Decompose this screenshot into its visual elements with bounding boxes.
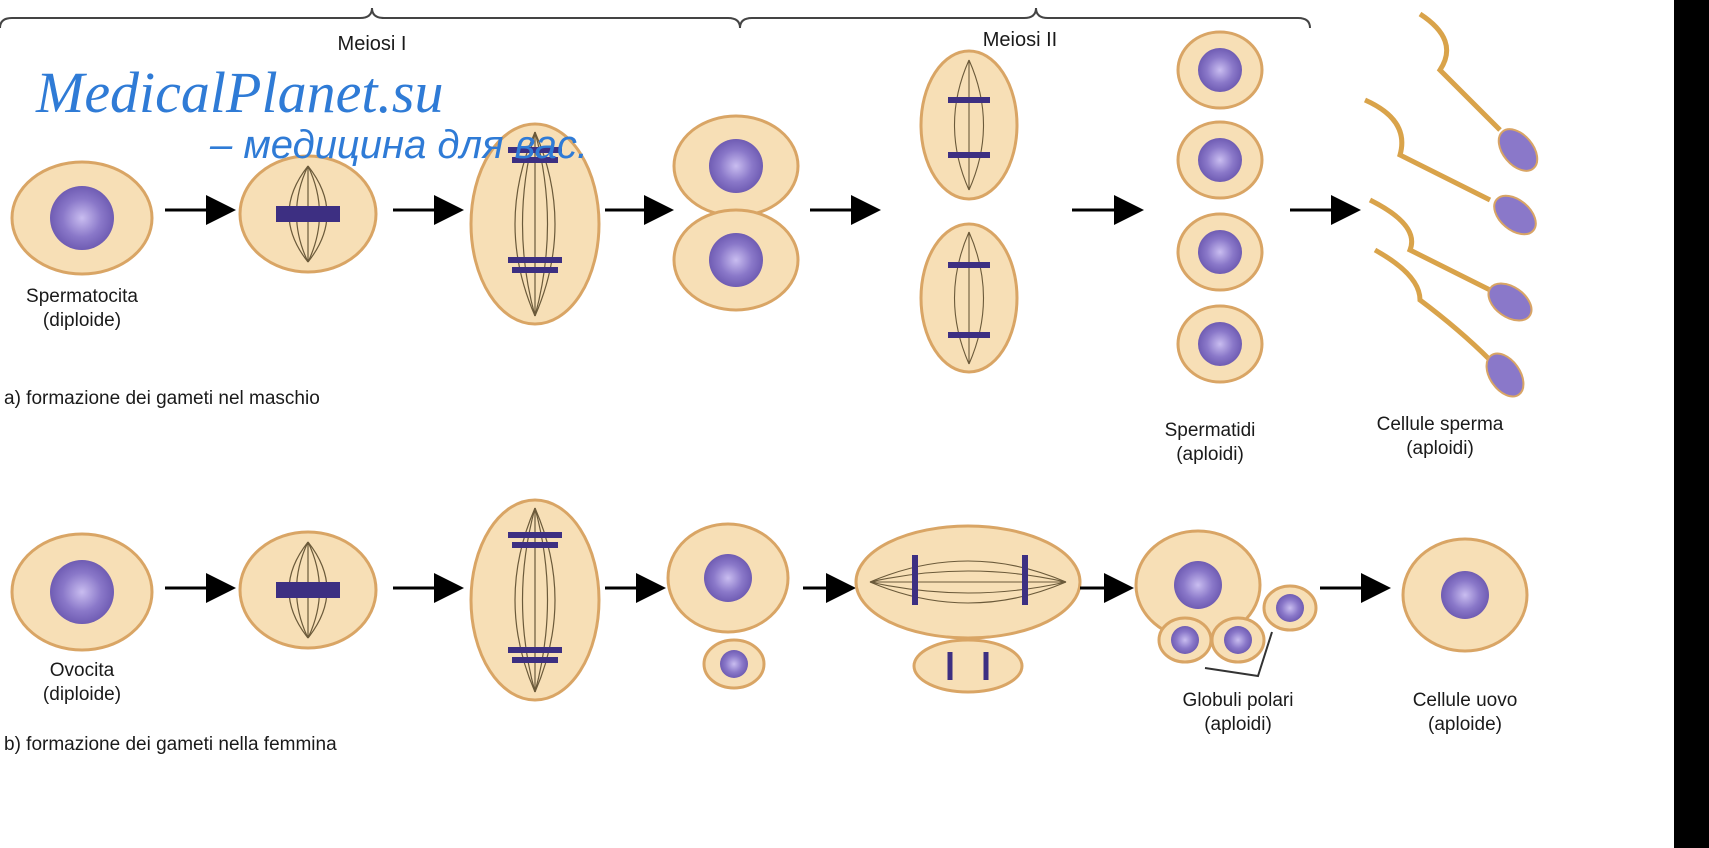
meiosis1-header: Meiosi I <box>338 33 407 55</box>
meiosis1-brace <box>0 8 740 28</box>
meiosis2-brace <box>740 8 1310 28</box>
spermatocyte-label: Spermatocita <box>26 286 138 307</box>
sperm-cells-label: Cellule sperma <box>1377 414 1504 435</box>
female-egg-with-polar-bodies <box>1136 531 1316 676</box>
male-section-caption: a) formazione dei gameti nel maschio <box>4 388 320 409</box>
female-meiosis2-cells <box>856 526 1080 692</box>
oocyte-label: Ovocita <box>50 660 115 681</box>
sperm-cells <box>1365 14 1545 403</box>
spermatids-ploidy: (aploidi) <box>1176 444 1244 465</box>
meiosis2-header: Meiosi II <box>983 29 1057 51</box>
male-telophase1-cells <box>674 116 798 310</box>
watermark-tagline: – медицина для вас. <box>209 123 588 167</box>
male-meiosis2-cells <box>921 51 1017 372</box>
female-anaphase1-cell <box>471 500 599 700</box>
female-telophase1-cells <box>668 524 788 688</box>
female-metaphase1-cell <box>240 532 376 648</box>
watermark-site: MedicalPlanet.su <box>35 60 444 125</box>
male-spermatids <box>1178 32 1262 382</box>
oocyte-ploidy: (diploide) <box>43 684 121 705</box>
polar-bodies-label: Globuli polari <box>1183 690 1294 711</box>
male-spermatocyte <box>12 162 152 274</box>
sperm-cells-ploidy: (aploidi) <box>1406 438 1474 459</box>
egg-cells-label: Cellule uovo <box>1413 690 1518 711</box>
male-metaphase1-cell <box>240 156 376 272</box>
egg-cell <box>1403 539 1527 651</box>
female-oocyte <box>12 534 152 650</box>
female-section-caption: b) formazione dei gameti nella femmina <box>4 734 337 755</box>
spermatids-label: Spermatidi <box>1165 420 1256 441</box>
polar-bodies-ploidy: (aploidi) <box>1204 714 1272 735</box>
egg-cells-ploidy: (aploide) <box>1428 714 1502 735</box>
spermatocyte-ploidy: (diploide) <box>43 310 121 331</box>
